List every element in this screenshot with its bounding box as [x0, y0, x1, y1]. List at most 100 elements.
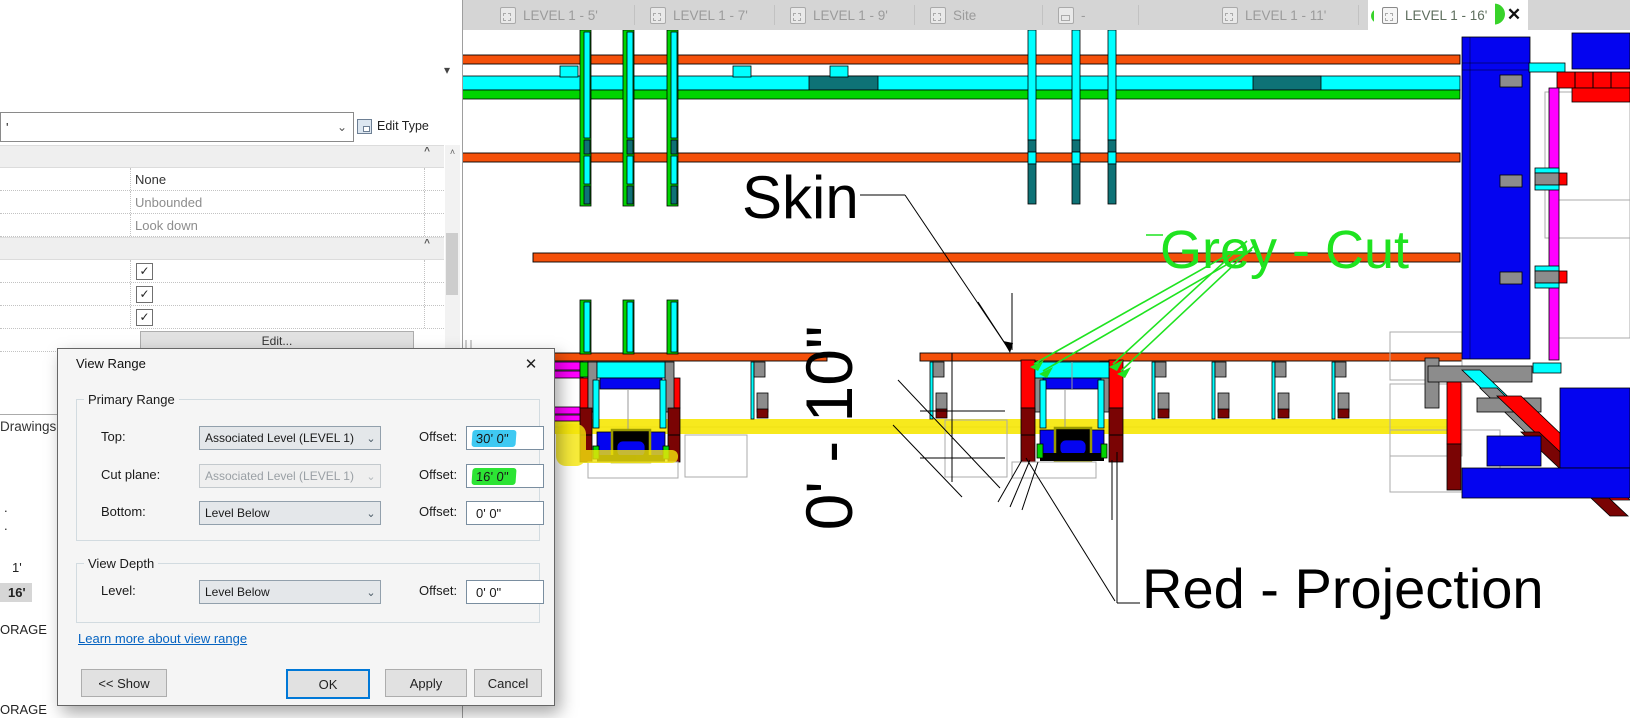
tab-separator: [1138, 5, 1139, 25]
table-row: ✓: [0, 283, 444, 306]
field-label: Level:: [101, 583, 136, 598]
top-offset-input[interactable]: 30' 0": [466, 426, 544, 450]
table-row[interactable]: None: [0, 168, 444, 191]
checkbox-checked[interactable]: ✓: [136, 285, 153, 303]
floor-plan-icon: [650, 6, 666, 24]
list-item[interactable]: 1': [12, 560, 22, 575]
offset-value-highlighted: 16' 0": [471, 467, 518, 485]
level-row: Level: Level Below ⌄ Offset: 0' 0": [58, 580, 554, 604]
window-assembly-center: [944, 359, 1124, 479]
grey-cut-annotation: Grey - Cut: [1160, 220, 1409, 280]
section-header[interactable]: ^: [0, 145, 444, 168]
chevron-down-icon: ⌄: [366, 470, 376, 483]
tab-label: Site: [953, 7, 977, 23]
tab-level-1-7[interactable]: LEVEL 1 - 7': [642, 0, 756, 30]
cut-plane-offset-input[interactable]: 16' 0": [466, 464, 544, 488]
tab-level-1-9[interactable]: LEVEL 1 - 9': [782, 0, 896, 30]
list-item[interactable]: ORAGE: [0, 622, 47, 637]
chevron-down-icon: ⌄: [336, 120, 348, 134]
tab-level-1-11[interactable]: LEVEL 1 - 11': [1214, 0, 1334, 30]
dialog-title: View Range: [76, 356, 146, 371]
bottom-level-select[interactable]: Level Below ⌄: [199, 501, 381, 525]
bottom-offset-input[interactable]: 0' 0": [466, 501, 544, 525]
tab-separator: [1042, 5, 1043, 25]
red-projection-leaders: [997, 452, 1140, 604]
select-value: Associated Level (LEVEL 1): [205, 469, 354, 483]
cut-plane-row: Cut plane: Associated Level (LEVEL 1) ⌄ …: [58, 464, 554, 488]
edit-type-button[interactable]: Edit Type: [357, 112, 461, 140]
scrollbar-thumb[interactable]: [446, 233, 458, 295]
project-browser-header: Drawings: [0, 419, 57, 434]
collapse-chevron-icon: ^: [424, 238, 430, 249]
tab-separator: [634, 5, 635, 25]
chevron-down-icon: ⌄: [366, 586, 376, 599]
floor-plan-icon: [930, 6, 946, 24]
field-label: Top:: [101, 429, 126, 444]
palette-scrollbar[interactable]: ˄: [445, 145, 460, 375]
checkbox-checked[interactable]: ✓: [136, 262, 153, 280]
learn-more-link[interactable]: Learn more about view range: [78, 631, 248, 646]
wall-jamb-details: [750, 361, 1350, 420]
tab-level-1-5[interactable]: LEVEL 1 - 5': [492, 0, 606, 30]
list-item-selected[interactable]: 16': [0, 583, 32, 602]
list-item[interactable]: .: [4, 500, 8, 515]
floor-plan-icon: [500, 6, 516, 24]
tab-separator: [914, 5, 915, 25]
tab-separator: [774, 5, 775, 25]
view-depth-level-select[interactable]: Level Below ⌄: [199, 580, 381, 604]
param-value: Look down: [130, 214, 425, 236]
tab-label: LEVEL 1 - 7': [673, 7, 748, 23]
tab-dash[interactable]: -: [1050, 0, 1094, 30]
view-tab-bar: LEVEL 1 - 5' LEVEL 1 - 7' LEVEL 1 - 9' S…: [462, 0, 1630, 30]
apply-button[interactable]: Apply: [385, 669, 467, 697]
offset-value: 0' 0": [476, 584, 502, 600]
tab-label: LEVEL 1 - 11': [1245, 7, 1327, 23]
view-range-dialog: View Range ✕ Primary Range Top: Associat…: [57, 348, 555, 706]
offset-label: Offset:: [419, 429, 458, 444]
floor-plan-icon: [1382, 6, 1398, 24]
chevron-down-icon: ⌄: [366, 507, 376, 520]
tab-label: LEVEL 1 - 9': [813, 7, 888, 23]
close-icon[interactable]: ✕: [524, 356, 538, 373]
yellow-marker-band: [462, 419, 1460, 434]
type-selector[interactable]: ' ⌄: [0, 112, 354, 142]
show-button[interactable]: << Show: [81, 669, 167, 697]
skin-annotation: Skin: [742, 164, 859, 231]
tab-label: LEVEL 1 - 16': [1405, 7, 1488, 23]
list-item[interactable]: .: [4, 518, 8, 533]
field-label: Bottom:: [101, 504, 146, 519]
offset-label: Offset:: [419, 583, 458, 598]
collapse-chevron-icon: ^: [424, 146, 430, 157]
tab-label: -: [1081, 7, 1086, 23]
parameter-table: ^ None Unbounded Look down ^ ✓ ✓ ✓ Edit.…: [0, 145, 444, 352]
list-item[interactable]: ORAGE: [0, 702, 47, 717]
section-header[interactable]: ^: [0, 237, 444, 260]
dropdown-caret-icon[interactable]: ▾: [444, 63, 451, 77]
mullion-strips-left: [579, 29, 679, 355]
close-view-icon[interactable]: ✕: [1506, 5, 1522, 24]
floor-plan-icon: [1222, 6, 1238, 24]
skin-leader: [860, 194, 1013, 353]
view-depth-offset-input[interactable]: 0' 0": [466, 580, 544, 604]
tab-site[interactable]: Site: [922, 0, 984, 30]
checkbox-checked[interactable]: ✓: [136, 308, 153, 326]
tab-level-1-16-active[interactable]: LEVEL 1 - 16': [1374, 0, 1496, 30]
table-row[interactable]: Unbounded: [0, 191, 444, 214]
chevron-down-icon: ⌄: [366, 432, 376, 445]
floor-plan-icon: [790, 6, 806, 24]
offset-label: Offset:: [419, 504, 458, 519]
sheet-icon: [1058, 6, 1074, 24]
top-row: Top: Associated Level (LEVEL 1) ⌄ Offset…: [58, 426, 554, 450]
bottom-row: Bottom: Level Below ⌄ Offset: 0' 0": [58, 501, 554, 525]
param-value: None: [130, 168, 425, 190]
cancel-button[interactable]: Cancel: [474, 669, 542, 697]
offset-value: 0' 0": [476, 505, 502, 521]
table-row: ✓: [0, 260, 444, 283]
top-level-select[interactable]: Associated Level (LEVEL 1) ⌄: [199, 426, 381, 450]
scroll-up-icon[interactable]: ˄: [449, 147, 456, 157]
table-row[interactable]: Look down: [0, 214, 444, 237]
ok-button[interactable]: OK: [286, 669, 370, 699]
column-assembly-right: [1389, 32, 1630, 517]
